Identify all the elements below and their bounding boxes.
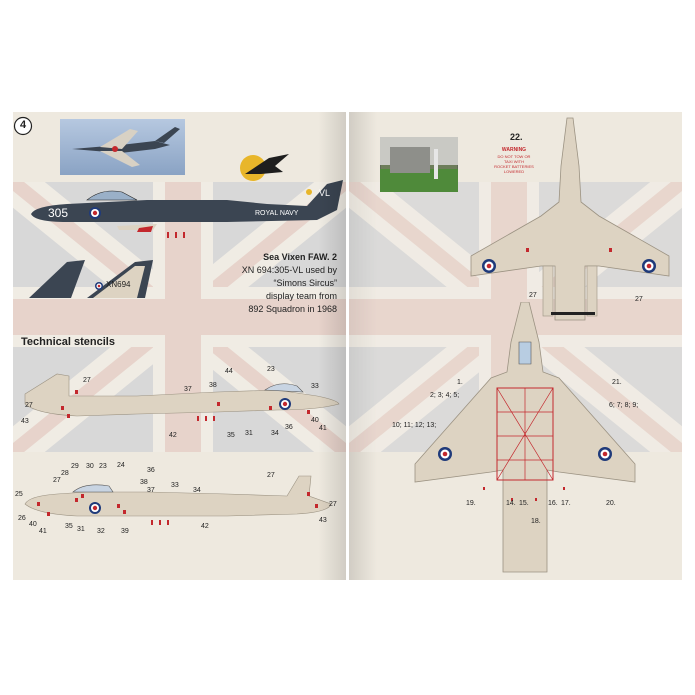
side2-label-26: 26 xyxy=(18,515,26,522)
side-label-41: 41 xyxy=(319,425,327,432)
side-label-36: 36 xyxy=(285,424,293,431)
side-label-34: 34 xyxy=(271,430,279,437)
tail-detail-left xyxy=(29,260,85,298)
side-label-42: 42 xyxy=(169,432,177,439)
side-label-40: 40 xyxy=(311,417,319,424)
side2-label-32: 32 xyxy=(97,528,105,535)
side2-label-29: 29 xyxy=(71,463,79,470)
caption-line3: display team from xyxy=(265,291,337,301)
side-label-27b: 27 xyxy=(25,402,33,409)
side2-label-25: 25 xyxy=(15,491,23,498)
side2-label-37: 37 xyxy=(147,487,155,494)
bottom-label-1: 1. xyxy=(457,379,463,386)
side2-label-35: 35 xyxy=(65,523,73,530)
page-number: 4 xyxy=(19,119,27,131)
left-page: 4 xyxy=(13,112,346,580)
profile-navy: ROYAL NAVY xyxy=(255,210,299,217)
bottom-label-15: 15. xyxy=(519,500,529,507)
aircraft-bottom-view xyxy=(414,302,636,573)
tail-detail-right xyxy=(87,260,153,298)
tail-detail-serial: XN694 xyxy=(106,280,131,289)
side2-label-23: 23 xyxy=(99,463,107,470)
side2-label-39: 39 xyxy=(121,528,129,535)
warning-line2: TAXI WITH xyxy=(504,159,524,164)
profile-code: 305 xyxy=(48,206,69,220)
caption-line1: XN 694:305-VL used by xyxy=(241,265,337,275)
caption-line2: “Simons Sircus” xyxy=(273,278,337,288)
stencil-profile-side xyxy=(24,373,340,421)
decal-sheet-spread: 4 xyxy=(13,112,682,580)
side2-label-38: 38 xyxy=(140,479,148,486)
stencil-profile-side-mirrored xyxy=(24,475,332,525)
page-number-circle xyxy=(13,116,33,136)
top-label-27a: 27 xyxy=(529,292,537,299)
side-label-27a: 27 xyxy=(83,377,91,384)
caption-title: Sea Vixen FAW. 2 xyxy=(263,252,337,262)
side2-label-42: 42 xyxy=(201,523,209,530)
side2-label-27c: 27 xyxy=(329,501,337,508)
side2-label-33: 33 xyxy=(171,482,179,489)
side2-label-34: 34 xyxy=(193,487,201,494)
reference-photo-aircraft xyxy=(60,119,185,175)
bottom-label-19: 19. xyxy=(466,500,476,507)
aircraft-profile-dark xyxy=(31,180,343,238)
right-page: 22. WARNING DO NOT TOW OR TAXI WITH ROCK… xyxy=(349,112,682,580)
bottom-label-16: 16. xyxy=(548,500,558,507)
bottom-label-14: 14. xyxy=(506,500,516,507)
side2-label-41: 41 xyxy=(39,528,47,535)
side-label-31: 31 xyxy=(245,430,253,437)
side-label-37: 37 xyxy=(184,386,192,393)
bottom-label-10: 10; 11; 12; 13; xyxy=(392,422,437,429)
profile-tail: VL xyxy=(319,188,331,198)
side2-label-27b: 27 xyxy=(267,472,275,479)
side-label-35: 35 xyxy=(227,432,235,439)
side-label-23: 23 xyxy=(267,366,275,373)
warning-title: WARNING xyxy=(501,147,527,153)
warning-line1: DO NOT TOW OR xyxy=(497,154,531,159)
photo-number: 22. xyxy=(510,132,523,142)
side2-label-43: 43 xyxy=(319,517,327,524)
side2-label-31: 31 xyxy=(77,526,85,533)
aircraft-top-view xyxy=(470,117,670,321)
bottom-label-17: 17. xyxy=(561,500,571,507)
side-label-33: 33 xyxy=(311,383,319,390)
stencils-heading: Technical stencils xyxy=(21,336,115,348)
warning-line3: ROCKET BATTERIES xyxy=(494,164,534,169)
side2-label-27a: 27 xyxy=(53,477,61,484)
side2-label-30: 30 xyxy=(86,463,94,470)
side2-label-40: 40 xyxy=(29,521,37,528)
caption-line4: 892 Squadron in 1968 xyxy=(248,304,337,314)
bottom-label-21: 21. xyxy=(612,379,622,386)
warning-line4: LOWERED xyxy=(503,169,525,174)
side2-label-36: 36 xyxy=(147,467,155,474)
squadron-fox-emblem xyxy=(240,154,289,181)
side2-label-28: 28 xyxy=(61,470,69,477)
side2-label-24: 24 xyxy=(117,462,125,469)
side-label-43: 43 xyxy=(21,418,29,425)
reference-photo-undercarriage xyxy=(380,137,458,192)
bottom-label-6: 6; 7; 8; 9; xyxy=(609,402,639,409)
side-label-44: 44 xyxy=(225,368,233,375)
top-label-27b: 27 xyxy=(635,296,643,303)
bottom-label-20: 20. xyxy=(606,500,616,507)
side-label-38: 38 xyxy=(209,382,217,389)
bottom-label-18: 18. xyxy=(531,518,541,525)
bottom-label-2: 2; 3; 4; 5; xyxy=(430,392,460,399)
